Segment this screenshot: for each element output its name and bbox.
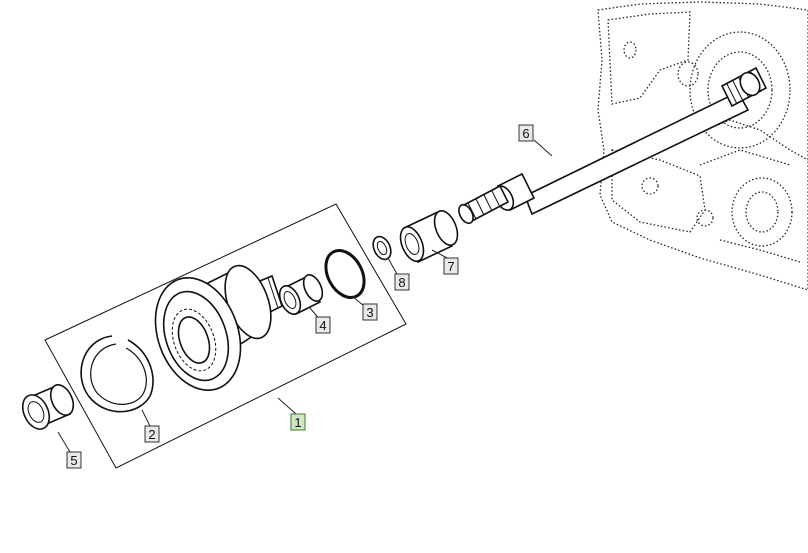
callout-8-label: 8 xyxy=(398,275,405,290)
callout-6-label: 6 xyxy=(522,126,529,141)
callout-7-label: 7 xyxy=(447,259,454,274)
callout-5-label: 5 xyxy=(70,453,77,468)
coupling-hub xyxy=(154,264,283,391)
callout-2-label: 2 xyxy=(148,427,155,442)
assembly-1-boundary xyxy=(44,203,407,469)
shaft-6 xyxy=(458,66,768,225)
o-ring-3 xyxy=(324,249,366,299)
snap-ring-2 xyxy=(80,335,154,413)
callout-1-label: 1 xyxy=(294,415,301,430)
sleeve-7 xyxy=(399,210,459,264)
callout-2[interactable]: 2 xyxy=(144,425,160,443)
callout-1[interactable]: 1 xyxy=(290,413,306,431)
callout-4-label: 4 xyxy=(319,318,326,333)
callout-3-label: 3 xyxy=(366,305,373,320)
callout-6[interactable]: 6 xyxy=(518,124,534,142)
transmission-housing xyxy=(597,1,808,291)
bushing-5 xyxy=(21,384,75,430)
bushing-4 xyxy=(278,274,324,316)
callout-4[interactable]: 4 xyxy=(315,316,331,334)
callout-8[interactable]: 8 xyxy=(394,273,410,291)
ring-8 xyxy=(372,235,392,261)
callout-5[interactable]: 5 xyxy=(66,451,82,469)
callout-3[interactable]: 3 xyxy=(362,303,378,321)
callout-7[interactable]: 7 xyxy=(443,257,459,275)
